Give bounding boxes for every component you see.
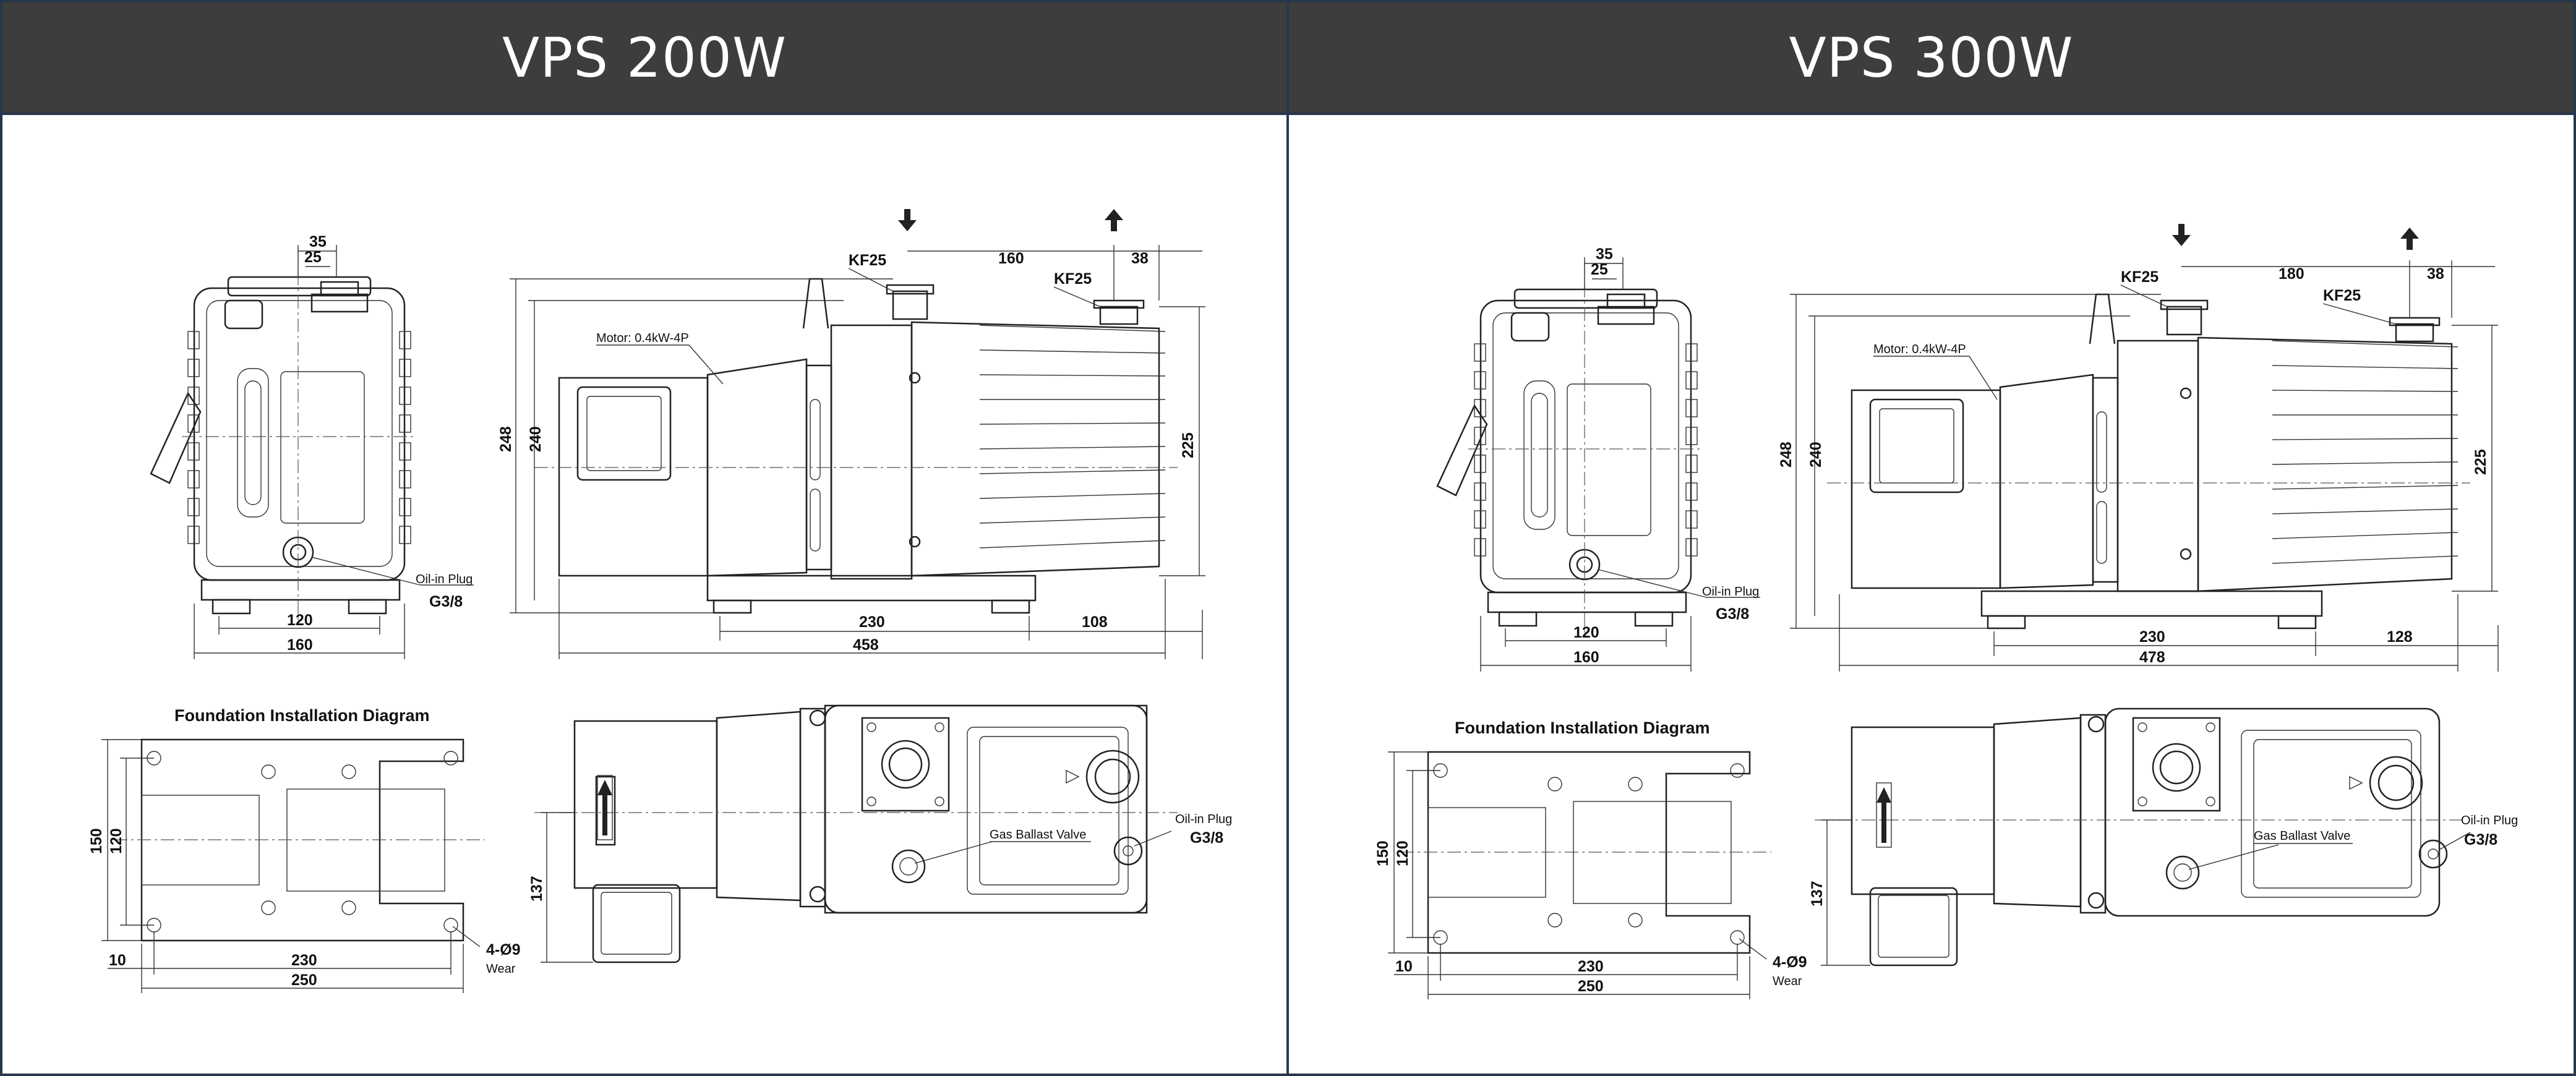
foundation-dim-h-outer: 150	[88, 828, 105, 854]
side-inlet-label: KF25	[849, 252, 886, 269]
side-dim-h1: 248	[497, 426, 515, 452]
side-dim-rear-len: 108	[1082, 613, 1108, 631]
top-dim-h: 137	[528, 876, 546, 902]
side-port-offset: 38	[1131, 250, 1149, 267]
side-dim-rear-len: 128	[2387, 628, 2413, 646]
top-view: Gas Ballast Valve Oil-in Plug G3/8 137	[528, 704, 1232, 963]
foundation-wear: Wear	[486, 962, 516, 976]
top-plug-label: Oil-in Plug	[1175, 813, 1232, 826]
front-plug-label: Oil-in Plug	[416, 573, 473, 586]
side-port-distance: 180	[2279, 265, 2304, 283]
panel-vps-200w: VPS 200W	[0, 0, 1289, 1076]
side-motor-label: Motor: 0.4kW-4P	[1873, 343, 1966, 356]
top-gas-valve-label: Gas Ballast Valve	[2254, 829, 2350, 843]
top-plug-size: G3/8	[1190, 829, 1223, 847]
side-dim-base-len: 230	[859, 613, 885, 631]
side-motor-label: Motor: 0.4kW-4P	[596, 331, 689, 345]
front-plug-size: G3/8	[1716, 605, 1749, 623]
panel-title: VPS 300W	[1289, 2, 2574, 115]
front-dim-top-2: 25	[1591, 261, 1608, 278]
top-gas-valve-label: Gas Ballast Valve	[990, 828, 1086, 842]
top-plug-label: Oil-in Plug	[2461, 814, 2518, 827]
front-view: Oil-in Plug G3/8 35 25 120 160	[1436, 246, 1760, 672]
side-dim-total: 478	[2139, 649, 2165, 666]
front-dim-base-2: 160	[287, 636, 313, 654]
side-inlet-label: KF25	[2121, 268, 2159, 286]
foundation-dim-h-inner: 120	[1394, 840, 1411, 866]
front-dim-base-2: 160	[1573, 649, 1599, 666]
foundation-wear: Wear	[1773, 975, 1802, 988]
technical-drawing: Oil-in Plug G3/8 35 25 120 160	[88, 209, 1232, 993]
technical-drawing: Oil-in Plug G3/8 35 25 120 160	[1374, 224, 2518, 999]
panel-title: VPS 200W	[2, 2, 1286, 115]
front-dim-top-2: 25	[304, 249, 322, 266]
foundation-dim-h-inner: 120	[108, 828, 125, 854]
side-dim-total: 458	[853, 636, 879, 654]
side-port-offset: 38	[2427, 265, 2444, 283]
front-dim-base-1: 120	[1573, 624, 1599, 641]
side-dim-h3: 225	[1179, 432, 1197, 458]
side-outlet-label: KF25	[2323, 287, 2361, 304]
foundation-dim-edge: 10	[109, 952, 126, 969]
foundation-holes: 4-Ø9	[486, 941, 521, 959]
foundation-dim-w-outer: 250	[291, 971, 317, 989]
side-dim-h2: 240	[1807, 442, 1825, 468]
side-dim-h2: 240	[527, 426, 544, 452]
foundation-dim-w-inner: 230	[1578, 958, 1604, 975]
top-plug-size: G3/8	[2464, 831, 2497, 848]
side-view: KF25 KF25 160 38 248 240 225	[497, 209, 1205, 659]
foundation-view: Foundation Installation Diagram 150 120	[1374, 719, 1807, 999]
foundation-dim-edge: 10	[1395, 958, 1413, 975]
foundation-holes: 4-Ø9	[1773, 954, 1807, 971]
foundation-dim-w-inner: 230	[291, 952, 317, 969]
top-dim-h: 137	[1808, 881, 1826, 907]
panel-vps-300w: VPS 300W	[1289, 0, 2576, 1076]
front-view: Oil-in Plug G3/8 35 25 120 160	[150, 233, 474, 659]
foundation-view: Foundation Installation Diagram 150 120	[88, 706, 521, 993]
foundation-dim-h-outer: 150	[1374, 840, 1392, 866]
front-plug-size: G3/8	[429, 593, 463, 610]
foundation-dim-w-outer: 250	[1578, 978, 1604, 995]
top-view: Gas Ballast Valve Oil-in Plug G3/8 137	[1808, 707, 2518, 967]
side-view: KF25 KF25 180 38 248 240 225	[1778, 224, 2499, 672]
front-dim-top-1: 35	[309, 233, 327, 250]
foundation-title: Foundation Installation Diagram	[174, 706, 430, 725]
foundation-title: Foundation Installation Diagram	[1455, 719, 1710, 737]
side-dim-h1: 248	[1778, 442, 1795, 468]
front-plug-label: Oil-in Plug	[1702, 585, 1759, 599]
front-dim-base-1: 120	[287, 612, 313, 629]
side-outlet-label: KF25	[1054, 270, 1092, 288]
front-dim-top-1: 35	[1596, 246, 1613, 263]
side-dim-h3: 225	[2472, 449, 2489, 475]
side-port-distance: 160	[998, 250, 1024, 267]
side-dim-base-len: 230	[2139, 628, 2165, 646]
